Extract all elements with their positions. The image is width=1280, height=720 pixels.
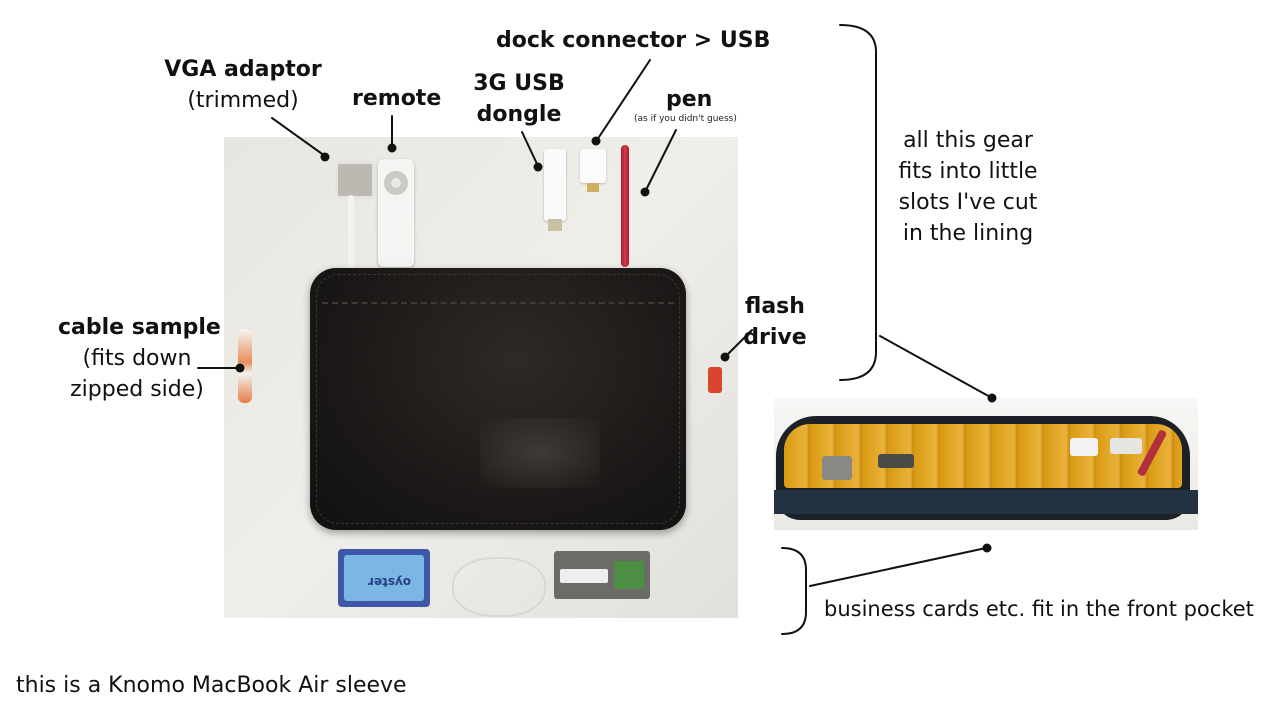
flash-drive-label-line2: drive	[743, 325, 807, 350]
vga-adaptor-label-line2: (trimmed)	[187, 88, 299, 113]
flash-drive-label-line1: flash	[745, 294, 805, 319]
dongle-label: 3G USB dongle	[462, 68, 576, 130]
cable-sample-label-line1: cable sample	[58, 315, 221, 340]
pen-image	[621, 145, 629, 267]
flash-drive-image	[708, 367, 722, 393]
gear-note-line2: fits into little	[898, 159, 1038, 184]
sleeve-image	[310, 268, 686, 530]
flash-drive-label: flash drive	[738, 291, 812, 353]
cable-sample-label-line3: zipped side)	[70, 377, 204, 402]
lining-dock-connector	[1110, 438, 1142, 454]
remote-image	[378, 159, 414, 267]
vga-adaptor-label: VGA adaptor (trimmed)	[150, 54, 336, 116]
dongle-label-line2: dongle	[476, 102, 562, 127]
cable-sample-label-line2: (fits down	[82, 346, 192, 371]
gear-note: all this gear fits into little slots I'v…	[890, 125, 1046, 249]
lining-remote	[878, 454, 914, 468]
cable-sample-label: cable sample (fits down zipped side)	[58, 312, 221, 405]
vga-adaptor-label-line1: VGA adaptor	[164, 57, 322, 82]
oyster-card-image: oyster	[338, 549, 430, 607]
lining-vga-adaptor	[822, 456, 852, 480]
usb-dongle-image	[544, 149, 566, 231]
dongle-label-line1: 3G USB	[473, 71, 565, 96]
gear-note-line4: in the lining	[902, 221, 1034, 246]
cable-sample-image	[238, 329, 252, 403]
business-card-image	[554, 551, 650, 599]
gear-note-line3: slots I've cut	[898, 190, 1038, 215]
dock-connector-label: dock connector > USB	[496, 28, 771, 53]
pen-label: pen	[666, 87, 713, 112]
remote-label: remote	[352, 86, 442, 111]
dock-connector-image	[580, 149, 606, 192]
main-product-photo: oyster	[224, 137, 738, 618]
gear-note-line1: all this gear	[903, 128, 1033, 153]
earphones-image	[452, 557, 546, 617]
vga-adaptor-cable-image	[348, 195, 354, 273]
front-pocket-note: business cards etc. fit in the front poc…	[824, 597, 1254, 621]
lining-photo	[774, 398, 1198, 530]
pen-note: (as if you didn't guess)	[634, 114, 737, 124]
page-caption: this is a Knomo MacBook Air sleeve	[16, 673, 407, 698]
lining-dongle	[1070, 438, 1098, 456]
vga-adaptor-image	[335, 161, 375, 199]
